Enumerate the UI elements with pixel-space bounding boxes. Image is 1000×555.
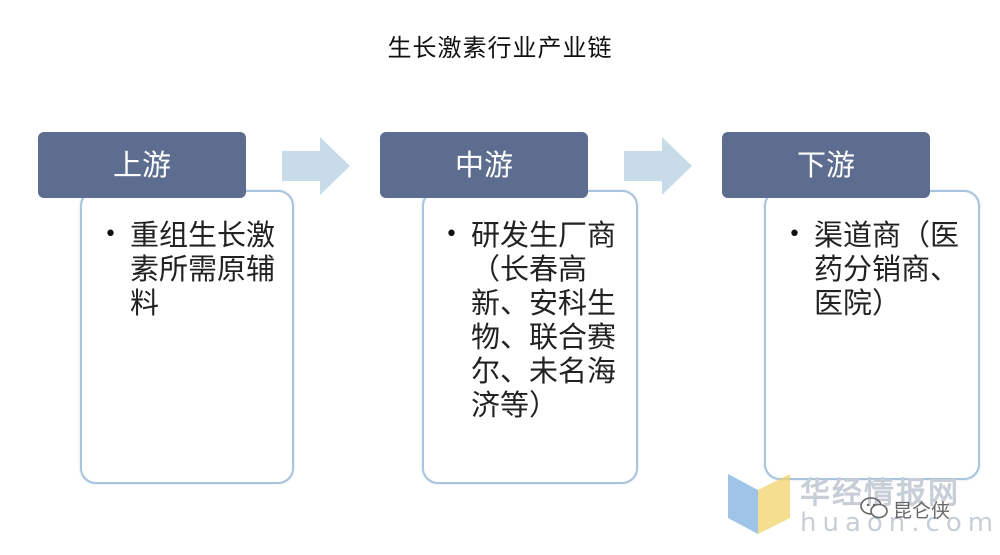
stage-upstream-list: •重组生长激素所需原辅料 — [102, 218, 277, 320]
stage-midstream-header: 中游 — [380, 132, 588, 198]
stage-downstream-list: •渠道商（医药分销商、医院） — [786, 218, 964, 320]
arrow-right-icon — [282, 137, 350, 195]
bullet-icon: • — [788, 222, 801, 247]
watermark-domain: huaon.com — [800, 508, 1000, 538]
stage-upstream-box — [80, 190, 294, 484]
wechat-icon — [860, 497, 888, 519]
stage-downstream-box — [764, 190, 980, 480]
stage-midstream-box — [422, 190, 638, 484]
watermark-badge: 昆仑侠 — [893, 500, 951, 522]
arrow-right-icon — [624, 137, 692, 195]
stage-upstream-header: 上游 — [38, 132, 246, 198]
huajing-logo-icon — [728, 474, 790, 534]
list-item: •研发生厂商（长春高新、安科生物、联合赛尔、未名海济等） — [445, 218, 617, 422]
diagram-title: 生长激素行业产业链 — [387, 34, 613, 62]
stage-downstream-header: 下游 — [722, 132, 930, 198]
bullet-icon: • — [104, 222, 117, 247]
list-item: •渠道商（医药分销商、医院） — [788, 218, 960, 320]
stage-midstream-list: •研发生厂商（长春高新、安科生物、联合赛尔、未名海济等） — [443, 218, 621, 422]
list-item: •重组生长激素所需原辅料 — [104, 218, 276, 320]
bullet-icon: • — [445, 222, 458, 247]
